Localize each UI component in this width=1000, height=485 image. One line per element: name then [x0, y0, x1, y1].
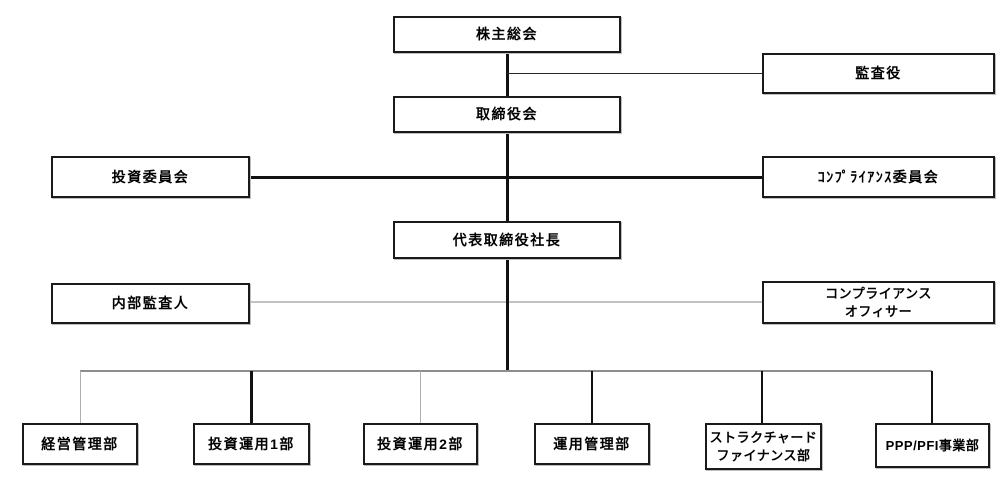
org-node-dept-investment-1-label: 投資運用1部 — [208, 435, 295, 452]
org-node-dept-ppp-pfi: PPP/PFI事業部 — [875, 423, 990, 468]
edge-drop-ppp-pfi — [931, 371, 933, 423]
org-node-compliance-committee-label: ｺﾝﾌﾟﾗｲｱﾝｽ委員会 — [817, 168, 940, 185]
edge-drop-corporate-admin — [79, 371, 81, 423]
edge-drop-investment-2 — [419, 371, 421, 423]
org-node-auditor: 監査役 — [762, 53, 995, 94]
org-node-dept-structured-finance: ストラクチャード ファイナンス部 — [705, 423, 822, 470]
edge-president-departments-spine — [505, 259, 509, 371]
edge-drop-investment-1 — [250, 371, 253, 423]
org-node-dept-ppp-pfi-label: PPP/PFI事業部 — [885, 437, 980, 453]
org-node-dept-investment-2-label: 投資運用2部 — [377, 435, 464, 452]
org-node-dept-investment-2: 投資運用2部 — [363, 423, 478, 465]
edge-drop-asset-admin — [591, 371, 593, 423]
org-node-president-label: 代表取締役社長 — [452, 231, 562, 248]
edge-shareholders-board — [505, 53, 509, 96]
org-node-dept-structured-finance-label: ストラクチャード ファイナンス部 — [709, 429, 818, 463]
org-node-dept-investment-1: 投資運用1部 — [193, 423, 310, 465]
org-node-board-label: 取締役会 — [476, 106, 538, 123]
org-node-president: 代表取締役社長 — [393, 221, 621, 259]
edge-drop-structured-finance — [760, 371, 763, 423]
org-node-internal-auditor-label: 内部監査人 — [111, 295, 190, 312]
org-node-investment-committee: 投資委員会 — [51, 156, 250, 198]
org-node-shareholders: 株主総会 — [393, 16, 621, 53]
org-node-compliance-officer: コンプライアンス オフィサー — [762, 281, 995, 324]
edge-shareholders-auditor — [507, 72, 762, 74]
org-node-investment-committee-label: 投資委員会 — [111, 168, 190, 185]
org-node-compliance-committee: ｺﾝﾌﾟﾗｲｱﾝｽ委員会 — [762, 156, 995, 198]
org-node-dept-asset-admin-label: 運用管理部 — [553, 435, 631, 452]
org-node-auditor-label: 監査役 — [855, 65, 902, 82]
org-node-dept-corporate-admin: 経営管理部 — [22, 423, 138, 465]
edge-departments-bus — [80, 370, 932, 372]
org-node-internal-auditor: 内部監査人 — [51, 283, 250, 324]
org-node-shareholders-label: 株主総会 — [476, 26, 538, 43]
org-node-board: 取締役会 — [393, 96, 621, 133]
org-node-dept-corporate-admin-label: 経営管理部 — [41, 435, 119, 452]
org-node-compliance-officer-label: コンプライアンス オフィサー — [825, 285, 932, 319]
org-node-dept-asset-admin: 運用管理部 — [534, 423, 650, 465]
edge-committees-crossbar — [250, 175, 762, 179]
